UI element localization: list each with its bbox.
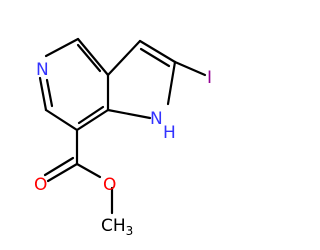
atom-label-pyridine-n: N xyxy=(36,60,49,80)
bond-c4-n5 xyxy=(44,37,80,58)
bond-c3a-c4 xyxy=(76,37,110,77)
atom-label-methyl: CH3 xyxy=(101,216,133,238)
methyl-subscript: 3 xyxy=(126,224,134,238)
atom-label-pyrrole-n: N xyxy=(150,109,163,129)
bond-c7-c7a-inner xyxy=(77,105,105,125)
bond-c2-i xyxy=(173,60,207,77)
bond-c7-c7a xyxy=(75,108,110,132)
structure-canvas: N N H I O O CH3 xyxy=(34,37,212,238)
bond-c2-n1 xyxy=(166,60,177,106)
atom-label-pyrrole-h: H xyxy=(163,123,176,143)
molecule-drawing: N N H I O O CH3 xyxy=(34,37,212,238)
bond-n5-c6-inner xyxy=(45,78,54,108)
bond-c3a-c4-inner xyxy=(76,43,102,73)
methyl-ch: CH xyxy=(101,216,126,236)
bond-c3-c2 xyxy=(138,39,177,64)
bond-c3a-c3 xyxy=(106,39,142,77)
bond-ccarbonyl-o xyxy=(46,162,79,183)
bond-n5-c6 xyxy=(38,76,48,112)
bond-n1-c7a xyxy=(106,108,152,120)
bond-c3-c2-inner xyxy=(139,47,171,68)
atom-label-carbonyl-o: O xyxy=(34,175,47,195)
atom-label-ester-o: O xyxy=(103,175,116,195)
atom-label-iodine: I xyxy=(207,68,212,88)
bond-ccarbonyl-o-double xyxy=(43,156,75,177)
bond-c6-c7 xyxy=(44,108,79,132)
bond-ccarbonyl-oester xyxy=(75,162,102,179)
